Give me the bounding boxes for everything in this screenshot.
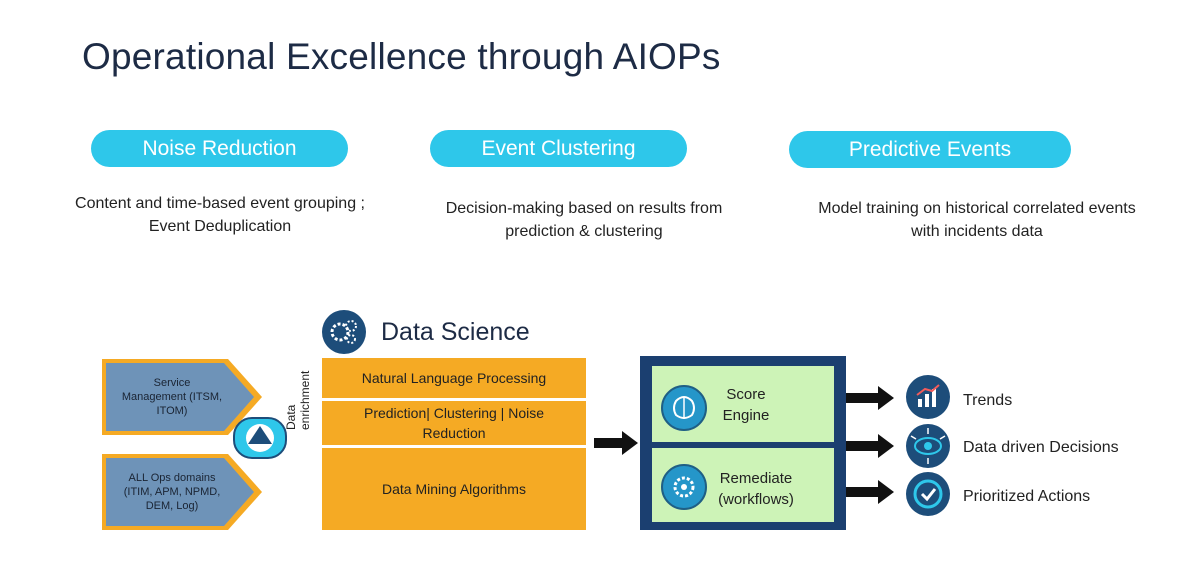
box-label: Natural Language Processing bbox=[361, 370, 547, 386]
data-science-title: Data Science bbox=[381, 318, 530, 346]
source-chevron-shape bbox=[102, 454, 262, 530]
arrow-right-icon bbox=[846, 434, 894, 458]
pillar-desc-noise-reduction: Content and time-based event grouping ; … bbox=[40, 192, 400, 238]
check-badge-icon bbox=[906, 472, 950, 516]
pillar-desc-event-clustering: Decision-making based on results from pr… bbox=[404, 197, 764, 243]
engine-line: Engine bbox=[722, 407, 770, 424]
prediction-clustering-box: Prediction| Clustering | Noise Reduction bbox=[322, 401, 586, 445]
desc-line: Decision-making based on results from bbox=[445, 200, 723, 217]
output-data-driven-decisions: Data driven Decisions bbox=[963, 439, 1119, 456]
source-line: (ITIM, APM, NPMD, bbox=[123, 486, 221, 498]
source-line: Management (ITSM, bbox=[121, 391, 223, 403]
pillar-desc-predictive-events: Model training on historical correlated … bbox=[772, 197, 1182, 243]
desc-line: Model training on historical correlated … bbox=[818, 200, 1136, 217]
box-label: Data Mining Algorithms bbox=[382, 481, 526, 497]
eye-network-icon bbox=[906, 424, 950, 468]
source-line: Service bbox=[153, 377, 191, 389]
source-label: Service Management (ITSM, ITOM) bbox=[112, 376, 232, 418]
source-service-management: Service Management (ITSM, ITOM) bbox=[100, 357, 264, 437]
pillar-label: Noise Reduction bbox=[142, 136, 297, 160]
output-prioritized-actions: Prioritized Actions bbox=[963, 488, 1091, 505]
data-mining-box: Data Mining Algorithms bbox=[322, 448, 586, 530]
pillar-label: Event Clustering bbox=[481, 136, 636, 160]
pillar-label: Predictive Events bbox=[848, 137, 1012, 161]
desc-line: with incidents data bbox=[911, 223, 1043, 240]
pillar-predictive-events: Predictive Events bbox=[789, 131, 1071, 168]
data-enrichment-label: Data enrichment bbox=[284, 370, 312, 430]
brain-icon bbox=[661, 385, 707, 431]
source-line: ALL Ops domains bbox=[128, 472, 216, 484]
desc-line: Content and time-based event grouping ; bbox=[75, 195, 365, 212]
nlp-box: Natural Language Processing bbox=[322, 358, 586, 398]
gears-icon bbox=[322, 310, 366, 354]
source-line: DEM, Log) bbox=[145, 500, 199, 512]
desc-line: Event Deduplication bbox=[148, 218, 292, 235]
source-label: ALL Ops domains (ITIM, APM, NPMD, DEM, L… bbox=[112, 471, 232, 513]
page-title: Operational Excellence through AIOPs bbox=[82, 36, 721, 77]
enrichment-line: Data bbox=[284, 404, 298, 430]
source-chevron-shape bbox=[102, 359, 262, 435]
engine-line: (workflows) bbox=[718, 491, 794, 508]
output-trends: Trends bbox=[963, 392, 1013, 409]
trends-chart-icon bbox=[906, 375, 950, 419]
pillar-event-clustering: Event Clustering bbox=[430, 130, 687, 167]
engine-line: Score bbox=[726, 386, 766, 403]
arrow-right-icon bbox=[594, 431, 638, 455]
source-line: ITOM) bbox=[156, 405, 188, 417]
arrow-right-icon bbox=[846, 480, 894, 504]
score-engine-label: Score Engine bbox=[706, 384, 786, 426]
enrichment-line: enrichment bbox=[298, 370, 312, 430]
box-label: Prediction| Clustering | Noise Reduction bbox=[363, 405, 545, 441]
enrichment-badge-icon bbox=[233, 417, 287, 459]
remediate-label: Remediate (workflows) bbox=[706, 468, 806, 510]
pillar-noise-reduction: Noise Reduction bbox=[91, 130, 348, 167]
desc-line: prediction & clustering bbox=[505, 223, 663, 240]
engine-line: Remediate bbox=[719, 470, 793, 487]
arrow-right-icon bbox=[846, 386, 894, 410]
brain-gear-icon bbox=[661, 464, 707, 510]
source-all-ops-domains: ALL Ops domains (ITIM, APM, NPMD, DEM, L… bbox=[100, 452, 264, 532]
